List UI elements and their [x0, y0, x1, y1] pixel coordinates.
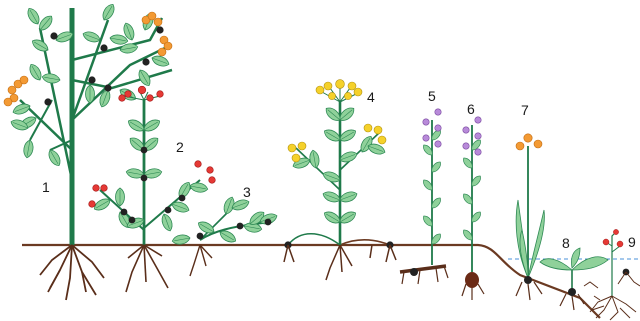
plant-2-shrub [89, 86, 216, 292]
ground-line [22, 245, 600, 318]
plant-5-rhizome [400, 109, 448, 284]
plant-4-herb [284, 80, 396, 280]
label-2: 2 [176, 140, 184, 154]
label-6: 6 [467, 102, 475, 116]
label-5: 5 [428, 89, 436, 103]
label-3: 3 [243, 185, 251, 199]
label-9: 9 [628, 235, 636, 249]
label-8: 8 [562, 236, 570, 250]
plant-8-rosette [540, 248, 608, 310]
plant-6-tuber [461, 117, 484, 300]
label-7: 7 [521, 103, 529, 117]
label-1: 1 [42, 180, 50, 194]
label-4: 4 [367, 90, 375, 104]
